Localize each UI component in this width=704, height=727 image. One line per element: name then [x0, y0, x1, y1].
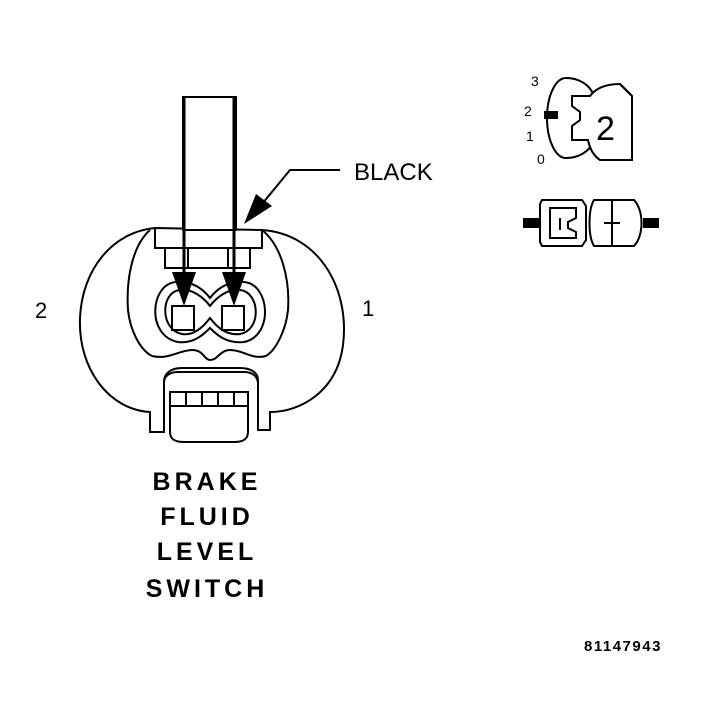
title-line-4: SWITCH [146, 575, 269, 603]
leader-arrow-icon [244, 194, 272, 224]
mating-connector-icon [523, 199, 659, 247]
scale-label-3: 3 [531, 73, 539, 89]
scale-label-0: 0 [537, 151, 545, 167]
title-line-3: LEVEL [157, 538, 258, 566]
wire-harness [182, 96, 237, 231]
wire-stub-left [523, 218, 541, 228]
arrow-right-icon [222, 272, 246, 306]
connector-face [78, 226, 345, 443]
pin-label-right: 1 [362, 296, 374, 321]
reference-code: 81147943 [584, 638, 662, 655]
title-line-1: BRAKE [153, 468, 262, 496]
keyway-tab [544, 111, 558, 119]
component-title: BRAKE FLUID LEVEL SWITCH [146, 468, 269, 603]
wire-color-label: BLACK [354, 159, 433, 186]
pin-label-left: 2 [35, 298, 47, 323]
cavity-count-label: 2 [596, 110, 615, 148]
probe-arrows [172, 96, 246, 306]
arrow-left-icon [172, 272, 196, 306]
title-line-2: FLUID [160, 503, 254, 531]
scale-label-2: 2 [524, 103, 532, 119]
cavity-count-icon: 3 2 1 0 2 [524, 73, 633, 167]
scale-label-1: 1 [526, 128, 534, 144]
leader-line [261, 169, 340, 205]
wire-stub-right [643, 218, 659, 228]
wire-color-callout: BLACK [244, 159, 433, 224]
